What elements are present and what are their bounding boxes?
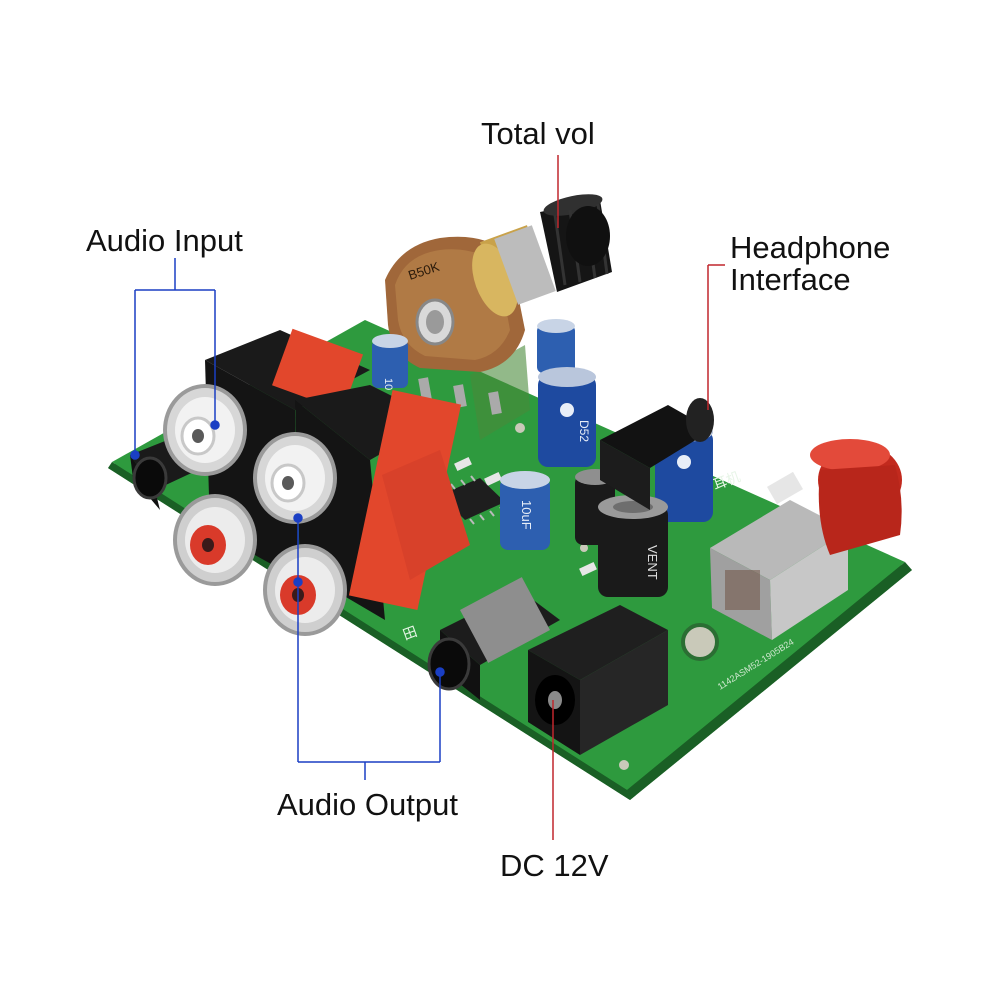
capacitor-large-marking: VENT bbox=[645, 545, 660, 580]
capacitor-blue-marking: D52 bbox=[577, 420, 591, 442]
svg-text:田: 田 bbox=[401, 623, 420, 643]
capacitor-black-large: VENT bbox=[598, 495, 668, 597]
capacitor-small-marking: 10uF bbox=[519, 500, 534, 530]
power-switch bbox=[710, 439, 902, 640]
capacitor-left-blue: 10 bbox=[372, 334, 408, 390]
audio-output-3.5mm-jack bbox=[427, 577, 560, 700]
potentiometer: B50K bbox=[385, 194, 612, 440]
rca-input-red bbox=[173, 494, 257, 586]
label-total-vol: Total vol bbox=[481, 116, 595, 151]
label-headphone-interface-line1: Headphone bbox=[730, 230, 891, 265]
rca-output-white bbox=[253, 432, 337, 524]
label-audio-output: Audio Output bbox=[277, 787, 458, 822]
capacitor-small-blue-1 bbox=[537, 319, 575, 373]
rca-input-white bbox=[163, 384, 247, 476]
capacitor-large-blue: D52 bbox=[538, 367, 596, 467]
headphone-jack bbox=[600, 398, 714, 510]
capacitor-small-blue-2: 10uF bbox=[500, 471, 550, 550]
callout-audio-output bbox=[293, 513, 445, 780]
svg-text:10: 10 bbox=[382, 378, 394, 390]
callout-audio-input bbox=[130, 258, 220, 460]
dc-power-jack bbox=[528, 605, 668, 755]
label-dc-12v: DC 12V bbox=[500, 848, 609, 883]
label-audio-input: Audio Input bbox=[86, 223, 243, 258]
rca-output-red bbox=[263, 544, 347, 636]
label-headphone-interface-line2: Interface bbox=[730, 262, 851, 297]
callout-headphone bbox=[707, 264, 725, 410]
